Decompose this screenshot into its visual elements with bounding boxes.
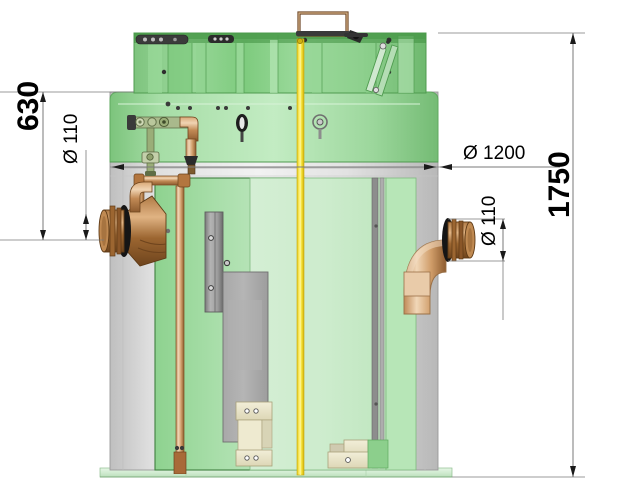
- dimension-diameter-1200-label: Ø 1200: [463, 143, 526, 164]
- hinge-arm: [365, 37, 399, 97]
- support-foot-left: [235, 401, 273, 467]
- valve-assembly: [127, 115, 199, 176]
- support-foot-right: [327, 439, 389, 469]
- sensor-fitting: [312, 114, 328, 139]
- dimension-1750-label: 1750: [543, 151, 576, 218]
- dimension-diameter-110-left-label: Ø 110: [61, 113, 82, 164]
- inlet-pipe-left: [98, 181, 167, 267]
- yellow-rod: [296, 38, 305, 476]
- copper-riser: [173, 185, 187, 474]
- gauge-fitting: [236, 114, 248, 142]
- mounting-bracket: [204, 211, 231, 313]
- lid-latch: [344, 30, 368, 43]
- lid-fitting-left: [135, 34, 189, 45]
- dimension-630-label: 630: [12, 80, 45, 131]
- lifting-handle: [296, 11, 350, 37]
- internal-assembly: [133, 173, 417, 474]
- lid-fitting-left2: [208, 35, 234, 43]
- dimension-lines: [0, 32, 585, 478]
- dimension-diameter-110-right-label: Ø 110: [479, 195, 500, 246]
